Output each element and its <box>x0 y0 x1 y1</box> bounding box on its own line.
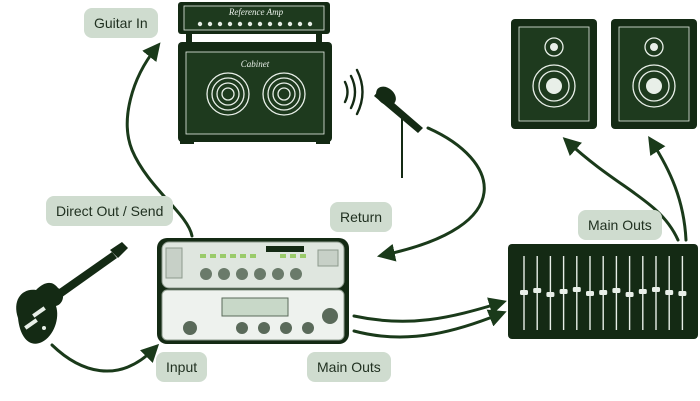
fader-knob <box>599 290 608 295</box>
mixing-console <box>508 244 698 339</box>
fader-knob <box>625 292 634 297</box>
label-return: Return <box>330 202 393 232</box>
label-input: Input <box>156 352 208 382</box>
reference-amp-head: Reference Amp <box>178 2 330 34</box>
fader-knob <box>665 290 674 295</box>
fader-knob <box>652 287 660 292</box>
label-main-outs-right: Main Outs <box>578 210 662 240</box>
fader-knob <box>586 291 594 296</box>
arrow-console-right-monitor <box>648 135 688 242</box>
fader-knob <box>678 291 687 296</box>
speaker-cabinet: Cabinet <box>178 42 332 144</box>
label-main-outs-bottom: Main Outs <box>307 352 391 382</box>
fader-knob <box>572 287 581 292</box>
microphone-icon <box>374 86 423 178</box>
fader-knob <box>638 289 647 294</box>
cabinet-title: Cabinet <box>241 59 270 69</box>
profiler-display <box>221 297 289 317</box>
monitor-speaker-left <box>511 19 597 129</box>
fader-knob <box>612 288 621 293</box>
arrow-direct-out <box>125 42 194 238</box>
monitor-speaker-right <box>611 19 697 129</box>
profiler-led-row <box>200 254 306 258</box>
console-faders <box>520 256 687 330</box>
cabinet-speaker-right <box>262 72 306 116</box>
arrow-console-left-monitor <box>562 137 680 242</box>
arrow-guitar-input <box>50 343 160 373</box>
arrow-main-outs-lower <box>352 309 507 339</box>
fader-knob <box>559 289 568 294</box>
fader-knob <box>520 290 528 295</box>
fader-knob <box>533 288 542 293</box>
reference-amp-title: Reference Amp <box>228 7 284 17</box>
sound-waves-icon <box>343 68 364 116</box>
label-direct-out-send: Direct Out / Send <box>46 196 174 226</box>
profiler-bottom-knobs <box>183 308 338 335</box>
fader-knob <box>546 292 555 297</box>
profiler-top-knobs <box>200 268 302 280</box>
profiler-amp-head <box>157 238 349 344</box>
label-guitar-in: Guitar In <box>84 8 158 38</box>
cabinet-speaker-left <box>206 72 250 116</box>
arrow-main-outs-upper <box>352 297 507 323</box>
bass-guitar-icon <box>16 242 128 344</box>
signal-arrows <box>50 42 688 373</box>
amp-knobs <box>197 21 313 27</box>
arrow-return <box>376 126 486 262</box>
